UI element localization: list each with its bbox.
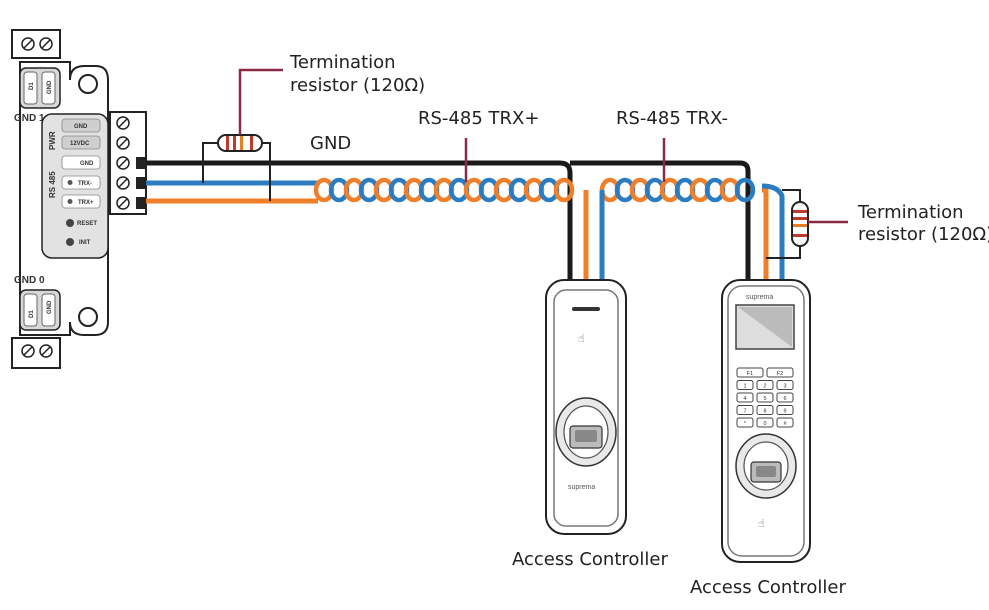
key-button[interactable]	[756, 380, 774, 390]
access-controller-2: suprema F1 F2 1 2 3 4 5 6 7 8 9 * 0 # ☝	[721, 279, 811, 563]
pin-gnd-1: GND	[74, 124, 88, 130]
brand-logo-2: suprema	[746, 294, 773, 301]
key-label: 6	[783, 396, 786, 402]
drop-orange-2	[762, 187, 769, 282]
rfid-icon: ☝	[578, 332, 585, 345]
label-d1-bottom: D1	[29, 310, 35, 318]
key-label: #	[783, 421, 787, 427]
pin-gnd-2: GND	[80, 161, 94, 167]
bottom-terminal-block	[11, 337, 61, 369]
twisted-pair-1	[313, 177, 575, 203]
reset-button[interactable]	[66, 219, 74, 227]
init-button[interactable]	[66, 238, 74, 246]
key-button[interactable]	[766, 367, 794, 378]
label-termination-right-1: Termination	[857, 202, 964, 223]
key-button[interactable]	[736, 417, 754, 428]
gnd-wire-2	[570, 160, 751, 282]
resistor-right-icon	[791, 201, 809, 247]
label-trx-plus: RS-485 TRX+	[418, 108, 539, 129]
label-group-bottom: GND 0	[14, 275, 45, 286]
key-label: 4	[743, 396, 746, 402]
rfid-icon: ☝	[758, 517, 765, 530]
key-label: 1	[743, 384, 746, 390]
label-gnd-top: GND	[47, 80, 53, 94]
key-label: 8	[763, 409, 766, 415]
key-label: 9	[783, 409, 786, 415]
wires	[146, 142, 801, 282]
pin-12vdc: 12VDC	[70, 141, 90, 147]
label-rs485: RS 485	[48, 171, 57, 198]
label-gnd-bottom: GND	[47, 300, 53, 314]
key-button[interactable]	[776, 405, 794, 415]
resistor-left-icon	[217, 134, 263, 152]
label-termination-right-2: resistor (120Ω)	[858, 224, 989, 245]
key-label: 5	[763, 396, 766, 402]
key-button[interactable]	[756, 405, 774, 415]
label-trx-minus: RS-485 TRX-	[616, 108, 728, 129]
key-label: 2	[763, 384, 766, 390]
label-reset: RESET	[77, 221, 97, 227]
gnd-wire	[146, 160, 573, 282]
key-button[interactable]	[776, 380, 794, 390]
key-button[interactable]	[736, 380, 754, 390]
controller-board: D1 GND GND 1 D1 GND GND 0 PWR RS 485 GND…	[11, 29, 147, 369]
key-label: 0	[763, 421, 766, 427]
key-label: 7	[743, 409, 746, 415]
keypad: F1 F2 1 2 3 4 5 6 7 8 9 * 0 #	[736, 367, 794, 428]
mount-hole	[78, 307, 98, 327]
brand-logo-1: suprema	[568, 484, 595, 491]
drop-blue-2	[761, 183, 785, 282]
key-label: F2	[777, 371, 783, 377]
twist-ring	[734, 177, 756, 203]
terminal-screws	[116, 116, 130, 210]
key-label: F1	[747, 371, 753, 377]
label-termination-left-2: resistor (120Ω)	[290, 75, 425, 96]
label-controller-2: Access Controller	[690, 577, 846, 598]
key-label: 3	[783, 384, 786, 390]
label-init: INIT	[79, 240, 91, 246]
pin-trx-minus: TRX-	[78, 181, 92, 187]
label-pwr: PWR	[48, 131, 57, 150]
key-label: *	[744, 421, 747, 427]
access-controller-1: ☝ suprema	[545, 279, 627, 535]
key-button[interactable]	[756, 417, 774, 428]
label-controller-1: Access Controller	[512, 549, 668, 570]
key-button[interactable]	[756, 392, 774, 403]
twisted-pair-2	[599, 177, 756, 203]
top-terminal-block	[11, 29, 61, 59]
label-group-top: GND 1	[14, 113, 45, 124]
termination-lead-left-b	[258, 142, 271, 201]
pin-trx-plus: TRX+	[78, 200, 94, 206]
leader-lines	[238, 68, 848, 224]
label-termination-left-1: Termination	[289, 52, 396, 73]
key-button[interactable]	[736, 405, 754, 415]
key-button[interactable]	[776, 417, 794, 428]
label-gnd: GND	[310, 133, 351, 154]
label-d1-top: D1	[29, 82, 35, 90]
key-button[interactable]	[776, 392, 794, 403]
mount-hole	[78, 74, 98, 94]
termination-lead-left-a	[202, 142, 222, 183]
key-button[interactable]	[736, 392, 754, 403]
twist-ring	[553, 177, 575, 203]
key-button[interactable]	[736, 367, 764, 378]
